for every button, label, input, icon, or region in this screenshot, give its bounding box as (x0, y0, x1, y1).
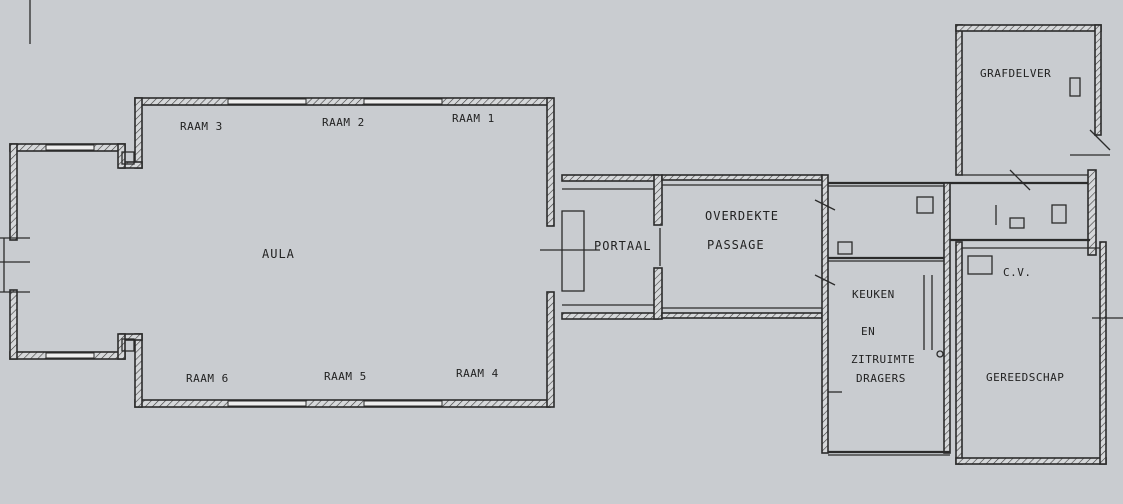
aula-corner-detail (121, 338, 135, 352)
label-keuken-line2: EN (861, 325, 875, 338)
aula-corner-detail (121, 151, 135, 165)
label-passage-line2: PASSAGE (707, 238, 765, 252)
right-block-walls (950, 24, 1123, 465)
label-aula: AULA (262, 247, 295, 261)
label-raam-3: RAAM 3 (180, 120, 223, 133)
label-portaal: PORTAAL (594, 239, 652, 253)
label-grafdelver: GRAFDELVER (980, 67, 1051, 80)
label-gereedschap: GEREEDSCHAP (986, 371, 1064, 384)
label-passage-line1: OVERDEKTE (705, 209, 779, 223)
keuken-walls (814, 174, 1090, 456)
portaal-walls (540, 174, 663, 320)
label-keuken-line3: ZITRUIMTE (851, 353, 915, 366)
window-marks (45, 98, 443, 407)
label-raam-4: RAAM 4 (456, 367, 499, 380)
label-cv: C.V. (1003, 266, 1032, 279)
label-raam-2: RAAM 2 (322, 116, 365, 129)
label-raam-1: RAAM 1 (452, 112, 495, 125)
label-raam-5: RAAM 5 (324, 370, 367, 383)
label-keuken-line4: DRAGERS (856, 372, 906, 385)
label-keuken-line1: KEUKEN (852, 288, 895, 301)
label-raam-6: RAAM 6 (186, 372, 229, 385)
